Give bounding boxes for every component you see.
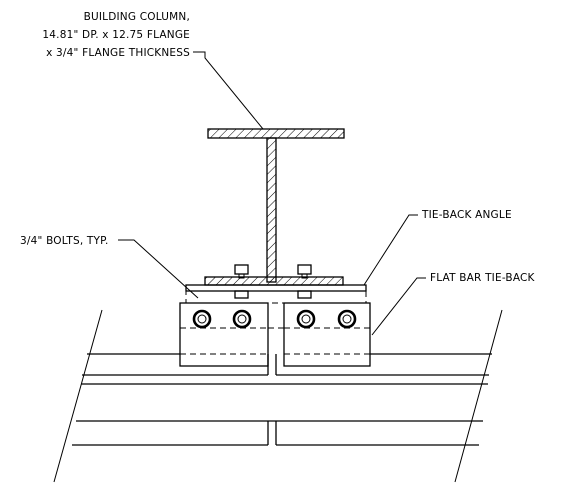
bolt-nut-top (297, 264, 312, 275)
panel-edge-lines (72, 353, 492, 446)
left-break-line (53, 309, 103, 483)
flat-bar-tie-back-left (179, 302, 269, 367)
bolt-hole-2 (232, 309, 252, 329)
flat-bar-tie-back-right (283, 302, 371, 367)
column-label-line-1: BUILDING COLUMN, (84, 11, 190, 23)
column-web (266, 137, 277, 283)
bolt-head-bottom (297, 290, 312, 299)
column-callout-label: BUILDING COLUMN, 14.81" DP. x 12.75 FLAN… (42, 11, 190, 59)
bolt-shank (238, 273, 245, 279)
bolt-head-bottom (234, 290, 249, 299)
tie-back-angle-leg (185, 284, 367, 292)
bolt-right (297, 264, 312, 299)
building-column (204, 128, 345, 286)
column-top-flange (207, 128, 345, 139)
flat-bar-block (179, 302, 269, 367)
bolts-label: 3/4" BOLTS, TYP. (20, 235, 109, 247)
tie-back-angle-label: TIE-BACK ANGLE (421, 209, 512, 221)
bolt-left (234, 264, 249, 299)
bolts-leader-line (118, 239, 199, 299)
tie-back-angle-leader-line (363, 214, 418, 286)
bolt-hole-4 (337, 309, 357, 329)
column-bottom-flange (204, 276, 344, 286)
bolt-hole-3 (296, 309, 316, 329)
tie-back-angle (185, 284, 367, 304)
column-label-line-2: 14.81" DP. x 12.75 FLANGE (42, 29, 190, 41)
flat-bar-label: FLAT BAR TIE-BACK (430, 272, 536, 284)
right-break-line (454, 309, 503, 483)
flat-bar-block (283, 302, 371, 367)
bolt-nut-top (234, 264, 249, 275)
flat-bar-leader-line (371, 277, 426, 336)
bolt-hole-1 (192, 309, 212, 329)
column-label-line-3: x 3/4" FLANGE THICKNESS (46, 47, 190, 59)
column-leader-line (193, 51, 264, 130)
bolt-shank (301, 273, 308, 279)
tie-back-angle-hidden-outline (185, 290, 367, 304)
panel-joint (267, 354, 277, 445)
